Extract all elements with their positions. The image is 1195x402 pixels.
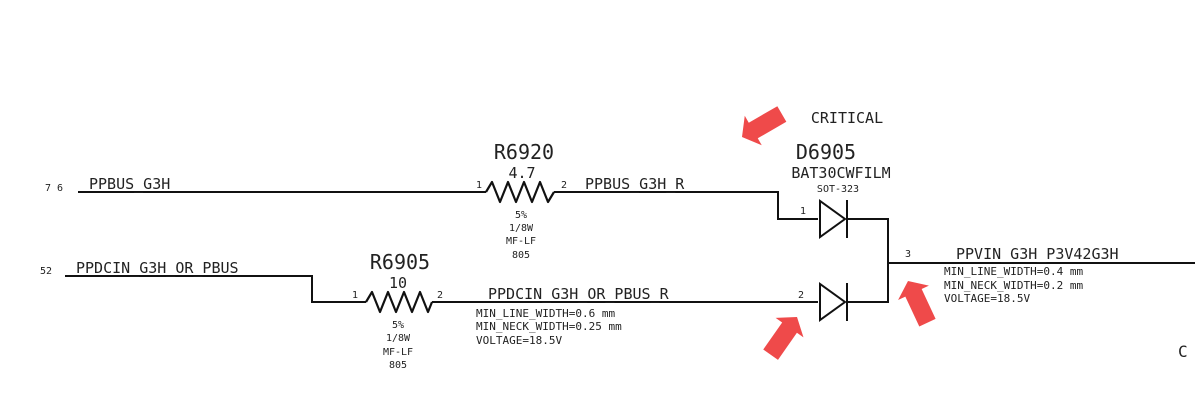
d6905-part: BAT30CWFILM [791, 164, 890, 182]
r6920-type: MF-LF [506, 236, 536, 247]
ppbus-pin-number: 7 6 [45, 183, 63, 194]
ppvin-voltage: VOLTAGE=18.5V [944, 292, 1030, 305]
ppvin-properties: MIN_LINE_WIDTH=0.4 mm MIN_NECK_WIDTH=0.2… [944, 265, 1083, 305]
diode-top-symbol [819, 199, 848, 239]
r6905-type: MF-LF [383, 347, 413, 358]
ppdcin-r-properties: MIN_LINE_WIDTH=0.6 mm MIN_NECK_WIDTH=0.2… [476, 307, 622, 347]
r6905-ref: R6905 [370, 250, 430, 274]
ppdcin-net-label: PPDCIN_G3H_OR_PBUS [76, 259, 239, 277]
r6905-power: 1/8W [386, 333, 411, 344]
d6905-critical: CRITICAL [811, 109, 883, 127]
d6905-ref: D6905 [796, 140, 856, 164]
r6905-zigzag [365, 290, 434, 314]
red-arrow-icon [898, 281, 936, 327]
d6905-package: SOT-323 [817, 184, 859, 195]
r6905-package: 805 [389, 360, 407, 371]
wire-ppbus-r [554, 191, 818, 220]
wires [65, 191, 1195, 303]
ppvin-min-line-width: MIN_LINE_WIDTH=0.4 mm [944, 265, 1083, 278]
r6920-value: 4.7 [508, 164, 535, 182]
ppvin-net-label: PPVIN_G3H_P3V42G3H [956, 245, 1119, 263]
red-arrow-icon [763, 317, 804, 360]
r6920-package: 805 [512, 250, 530, 261]
diode-bottom-symbol [819, 282, 848, 322]
red-arrow-icon [742, 106, 787, 146]
ppdcin-r-min-neck-width: MIN_NECK_WIDTH=0.25 mm [476, 320, 622, 333]
r6920-zigzag [485, 180, 555, 204]
ppvin-min-neck-width: MIN_NECK_WIDTH=0.2 mm [944, 279, 1083, 292]
r6920-power: 1/8W [509, 223, 534, 234]
r6920-pin1: 1 [476, 180, 482, 191]
ppbus-net-label: PPBUS_G3H [89, 175, 170, 193]
r6905-pin2: 2 [437, 290, 443, 301]
ppdcin-r-min-line-width: MIN_LINE_WIDTH=0.6 mm [476, 307, 615, 320]
sheet-edge-letter: C [1178, 342, 1188, 361]
net-labels: 7 6 PPBUS_G3H PPBUS_G3H_R 52 PPDCIN_G3H_… [40, 175, 1119, 303]
wire-ppdcin [65, 275, 366, 303]
ppdcin-r-net-label: PPDCIN_G3H_OR_PBUS_R [488, 285, 670, 303]
r6920-ref: R6920 [494, 140, 554, 164]
r6905-tolerance: 5% [392, 320, 404, 331]
wire-diode-top-out [848, 218, 889, 303]
ppdcin-pin-number: 52 [40, 266, 52, 277]
resistor-r6905: R6905 10 1 2 5% 1/8W MF-LF 805 [352, 250, 443, 371]
resistor-r6920: R6920 4.7 1 2 5% 1/8W MF-LF 805 [476, 140, 567, 261]
d6905-pin1: 1 [800, 206, 806, 217]
diode-d6905: CRITICAL D6905 BAT30CWFILM SOT-323 1 2 [791, 109, 891, 322]
ppvin-pin-number: 3 [905, 249, 911, 260]
ppbus-r-net-label: PPBUS_G3H_R [585, 175, 685, 193]
r6920-tolerance: 5% [515, 210, 527, 221]
r6905-value: 10 [389, 274, 407, 292]
annotation-arrows [742, 106, 936, 360]
r6920-pin2: 2 [561, 180, 567, 191]
d6905-pin2: 2 [798, 290, 804, 301]
ppdcin-r-voltage: VOLTAGE=18.5V [476, 334, 562, 347]
r6905-pin1: 1 [352, 290, 358, 301]
